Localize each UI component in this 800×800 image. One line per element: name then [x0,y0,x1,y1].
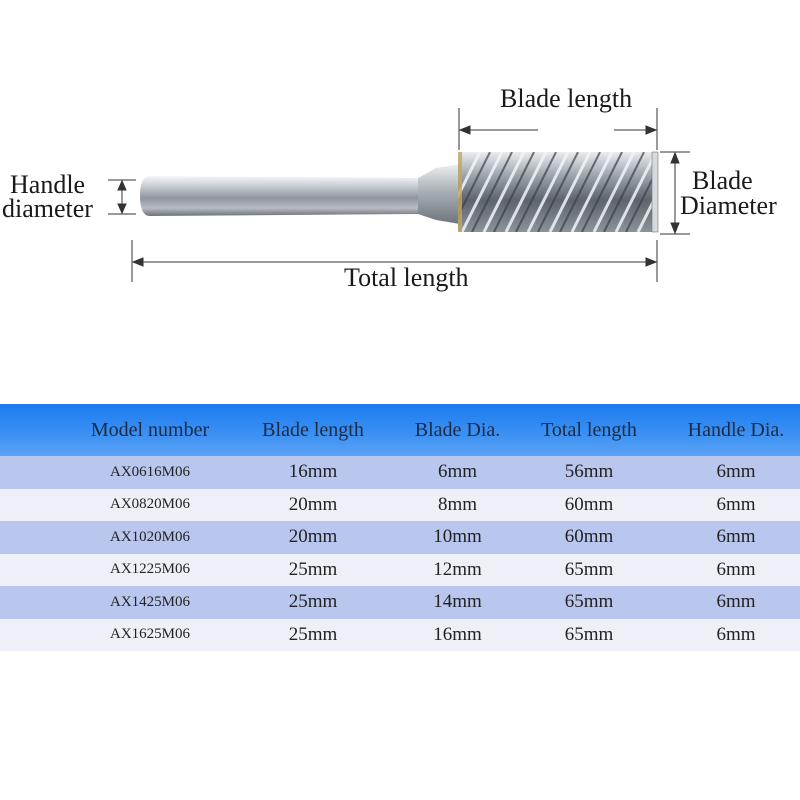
cell-blade-dia: 14mm [433,591,482,613]
header-handle-dia: Handle Dia. [687,418,785,441]
cell-total-length: 60mm [564,526,614,548]
cell-blade-length: 16mm [288,461,338,483]
cell-blade-length: 25mm [288,591,338,613]
blade-diameter-label-line1: Blade [692,166,753,195]
table-row: AX1425M06 25mm 14mm 65mm 6mm [0,586,800,619]
table-row: AX1020M06 20mm 10mm 60mm 6mm [0,521,800,554]
cell-model: AX0616M06 [109,463,190,480]
blade-length-dimension [458,108,658,150]
cell-handle-dia: 6mm [716,526,756,548]
cell-blade-length: 20mm [288,493,338,515]
cell-blade-dia: 16mm [433,623,482,645]
handle-diameter-label-line2: diameter [2,194,93,223]
cell-blade-dia: 10mm [433,526,482,548]
cell-model: AX0820M06 [109,496,190,513]
cell-total-length: 60mm [564,493,614,515]
cell-total-length: 65mm [564,558,614,580]
blade-diameter-label-line2: Diameter [680,191,777,220]
table-header-row: Model number Blade length Blade Dia. Tot… [0,404,800,456]
cell-model: AX1020M06 [109,528,190,545]
cell-blade-dia: 8mm [437,493,478,515]
table-row: AX0820M06 20mm 8mm 60mm 6mm [0,488,800,521]
shank-shape [140,176,420,216]
cell-model: AX1225M06 [109,561,190,578]
cell-handle-dia: 6mm [716,493,756,515]
cell-blade-length: 20mm [288,526,338,548]
table-row: AX1625M06 25mm 16mm 65mm 6mm [0,618,800,651]
cell-handle-dia: 6mm [716,461,756,483]
burr-dimension-diagram: Handle diameter Blade length Blade Diame… [0,0,800,340]
table-row: AX1225M06 25mm 12mm 65mm 6mm [0,553,800,586]
cell-handle-dia: 6mm [716,558,756,580]
cell-blade-dia: 6mm [437,461,478,483]
collar-shape [418,164,460,224]
cell-model: AX1625M06 [109,626,190,643]
header-model-number: Model number [90,418,210,441]
spec-table: Model number Blade length Blade Dia. Tot… [0,404,800,651]
blade-length-label: Blade length [500,84,633,113]
total-length-label: Total length [344,263,469,292]
cell-handle-dia: 6mm [716,591,756,613]
cell-model: AX1425M06 [109,593,190,610]
cell-blade-length: 25mm [288,623,338,645]
cell-total-length: 65mm [564,591,614,613]
blade-diameter-dimension [660,151,690,235]
cell-blade-dia: 12mm [433,558,482,580]
header-blade-length: Blade length [262,418,364,441]
cell-handle-dia: 6mm [716,623,756,645]
cell-total-length: 56mm [564,461,614,483]
handle-diameter-dimension [108,179,136,215]
header-blade-dia: Blade Dia. [414,418,501,441]
total-length-dimension [131,240,658,282]
table-row: AX0616M06 16mm 6mm 56mm 6mm [0,456,800,489]
cell-total-length: 65mm [564,623,614,645]
handle-diameter-label-line1: Handle [10,170,86,199]
header-total-length: Total length [541,418,637,441]
burr-illustration [108,108,690,282]
cell-blade-length: 25mm [288,558,338,580]
